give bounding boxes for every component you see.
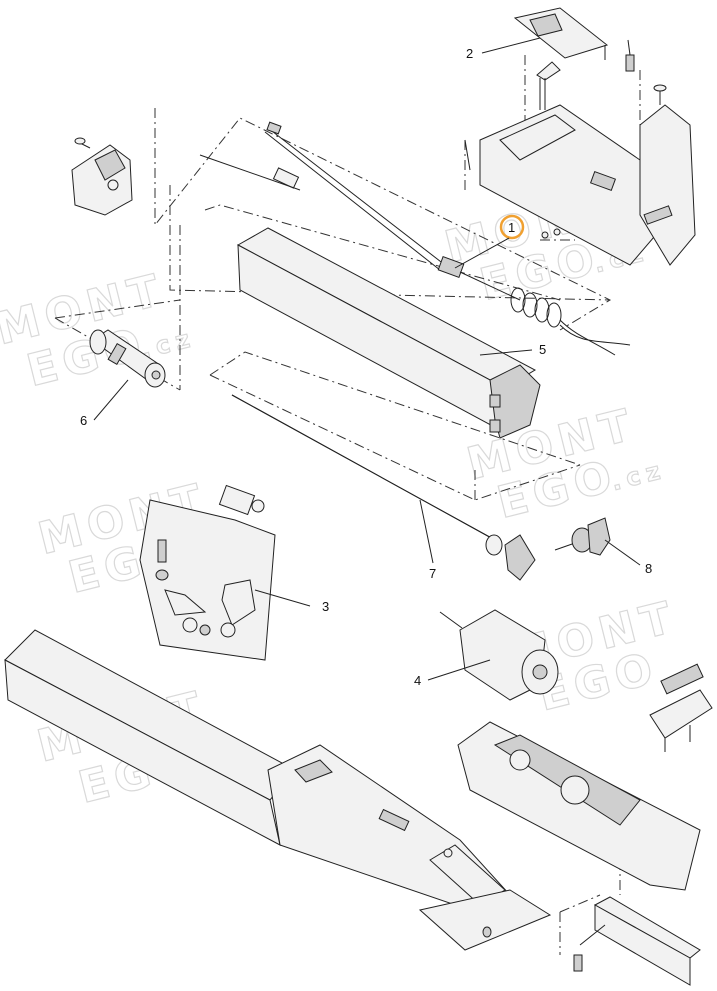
control-board bbox=[649, 663, 713, 752]
rear-bracket bbox=[573, 896, 701, 986]
limit-switch-part-1 bbox=[437, 256, 465, 278]
upper-cover-assembly bbox=[464, 84, 696, 266]
callout-7: 7 bbox=[429, 566, 436, 581]
callout-3: 3 bbox=[322, 599, 329, 614]
callout-labels: 1 2 3 4 5 6 7 8 bbox=[80, 46, 652, 688]
cable-assembly bbox=[199, 121, 631, 356]
lower-housing bbox=[457, 721, 701, 891]
callout-8: 8 bbox=[645, 561, 652, 576]
part-8-bevel-gear bbox=[554, 517, 611, 556]
part-7-worm-shaft bbox=[231, 394, 536, 581]
watermark-text-cz: .cz bbox=[608, 456, 668, 497]
part-2-top-bracket bbox=[513, 7, 635, 110]
part-6-roller bbox=[89, 329, 166, 388]
callout-4: 4 bbox=[414, 673, 421, 688]
left-end-cap bbox=[71, 137, 133, 216]
callout-1: 1 bbox=[508, 220, 515, 235]
part-5-profile-tube bbox=[236, 227, 541, 439]
callout-5: 5 bbox=[539, 342, 546, 357]
assembly-guide-lines bbox=[54, 55, 641, 955]
callout-6: 6 bbox=[80, 413, 87, 428]
callout-2: 2 bbox=[466, 46, 473, 61]
callout-leaders bbox=[93, 37, 641, 681]
part-4-motor bbox=[439, 609, 559, 701]
callout-1-highlight-ring bbox=[499, 214, 525, 240]
part-3-bracket-kit bbox=[139, 484, 276, 661]
operator-body bbox=[4, 629, 552, 951]
